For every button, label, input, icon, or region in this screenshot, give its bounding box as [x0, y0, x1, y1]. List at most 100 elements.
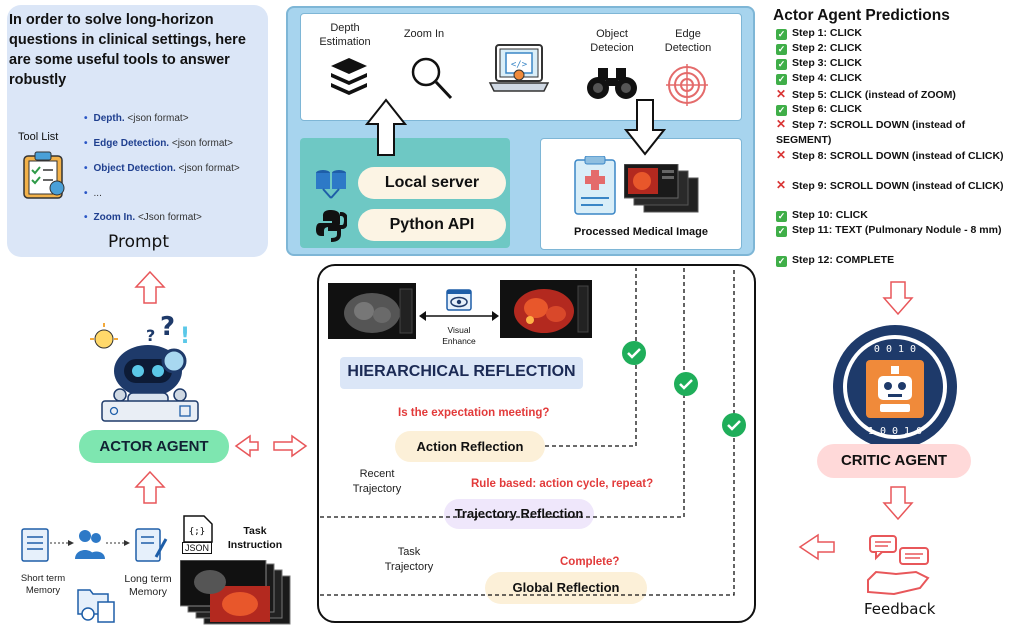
critic-agent-label: CRITIC AGENT: [817, 444, 971, 478]
actor-agent-label: ACTOR AGENT: [79, 430, 229, 463]
red-right-arrow: [273, 434, 308, 458]
tool-item: •Object Detection. <json format>: [84, 163, 240, 174]
ct-scan-enhanced: [500, 280, 592, 338]
hierarchical-title: HIERARCHICAL REFLECTION: [347, 363, 576, 380]
question-expectation: Is the expectation meeting?: [398, 407, 550, 419]
tool-label-depth: Depth Estimation: [319, 22, 371, 48]
python-icon: [316, 210, 347, 242]
check-icon: ✓: [776, 74, 787, 85]
folder-settings-icon: [77, 589, 115, 623]
medical-report-icon: [574, 156, 616, 215]
cross-icon: ✕: [776, 117, 787, 131]
ct-scan-original: [328, 283, 416, 339]
check-icon: ✓: [776, 256, 787, 267]
magnifier-icon: [411, 57, 453, 100]
red-left-arrow: [798, 533, 835, 561]
svg-text:!: !: [180, 324, 190, 349]
prediction-step: ✓Step 10: CLICK: [776, 209, 868, 222]
visual-enhance-label: Visual Enhance: [442, 325, 476, 346]
prediction-step: ✓Step 11: TEXT (Pulmonary Nodule - 8 mm): [776, 224, 1002, 237]
svg-text:0 0 1 0: 0 0 1 0: [874, 344, 916, 355]
target-icon: [666, 64, 708, 106]
question-complete: Complete?: [560, 556, 620, 568]
svg-text:{;}: {;}: [189, 527, 205, 537]
local-server-pill: Local server: [358, 167, 506, 199]
reflection-box: [317, 264, 756, 623]
check-icon: ✓: [776, 105, 787, 116]
red-up-arrow: [134, 270, 166, 304]
prediction-step: ✕Step 7: SCROLL DOWN (instead of SEGMENT…: [776, 117, 966, 146]
tool-item: •Edge Detection. <json format>: [84, 138, 234, 149]
prediction-step: ✓Step 6: CLICK: [776, 103, 863, 116]
global-reflection: Global Reflection: [485, 572, 647, 604]
prediction-step: ✓Step 12: COMPLETE: [776, 254, 895, 267]
long-term-memory-label: Long term Memory: [124, 573, 172, 598]
task-trajectory-label: Task Trajectory: [384, 546, 434, 573]
svg-text:</>: </>: [511, 60, 528, 70]
tool-item: •Depth. <json format>: [84, 113, 189, 124]
layers-icon: [331, 58, 367, 95]
check-circle-icon: [722, 413, 746, 437]
check-icon: ✓: [776, 29, 787, 40]
short-term-memory-label: Short term Memory: [20, 573, 66, 596]
clipboard-icon: [23, 151, 65, 199]
processed-label: Processed Medical Image: [574, 226, 708, 238]
svg-text:?: ?: [160, 315, 175, 342]
recent-trajectory-label: Recent Trajectory: [352, 468, 402, 495]
check-circle-icon: [622, 341, 646, 365]
tool-item: •Zoom In. <Json format>: [84, 212, 202, 223]
red-down-arrow: [882, 486, 914, 521]
dotted-arrow: [106, 540, 130, 546]
check-icon: ✓: [776, 226, 787, 237]
prediction-step: ✕Step 9: SCROLL DOWN (instead of CLICK): [776, 178, 1004, 192]
check-icon: ✓: [776, 44, 787, 55]
database-icon: [316, 170, 346, 199]
hierarchical-bg: [340, 357, 583, 389]
users-icon: [75, 530, 105, 559]
prompt-title: Prompt: [108, 232, 169, 252]
document-edit-icon: [135, 528, 168, 562]
tool-item: •...: [84, 188, 102, 199]
prompt-intro: In order to solve long-horizon questions…: [9, 12, 246, 88]
svg-text:1 0 0 1 0: 1 0 0 1 0: [868, 426, 922, 437]
prediction-step: ✓Step 4: CLICK: [776, 72, 863, 85]
prediction-step: ✓Step 3: CLICK: [776, 57, 863, 70]
question-rule: Rule based: action cycle, repeat?: [471, 478, 654, 490]
svg-text:?: ?: [146, 326, 155, 345]
cross-icon: ✕: [776, 148, 787, 162]
tool-list: •Depth. <json format> •Edge Detection. <…: [84, 113, 264, 237]
double-arrow: [419, 311, 499, 321]
tool-label-zoom: Zoom In: [403, 28, 445, 40]
feedback-label: Feedback: [864, 600, 936, 618]
prediction-step: ✓Step 2: CLICK: [776, 42, 863, 55]
cross-icon: ✕: [776, 87, 787, 101]
check-icon: ✓: [776, 211, 787, 222]
tool-label-object: Object Detecion: [590, 28, 634, 54]
prompt-panel: [7, 5, 268, 257]
document-icon: [21, 528, 49, 562]
json-label: JSON: [182, 542, 213, 554]
medical-image-stack: [624, 164, 699, 213]
predictions-title: Actor Agent Predictions: [773, 7, 950, 24]
check-circle-icon: [674, 372, 698, 396]
red-down-arrow: [882, 281, 914, 316]
robot-icon: ? ! ?: [90, 315, 199, 422]
laptop-code-icon: </>: [488, 44, 550, 92]
tool-list-label: Tool List: [18, 131, 59, 143]
dotted-arrow: [50, 540, 74, 546]
hollow-down-arrow: [624, 99, 666, 156]
prediction-step: ✕Step 8: SCROLL DOWN (instead of CLICK): [776, 148, 1004, 162]
hollow-up-arrow: [365, 98, 407, 156]
prediction-step: ✓Step 1: CLICK: [776, 27, 863, 40]
action-reflection: Action Reflection: [395, 431, 545, 462]
prediction-step: ✕Step 5: CLICK (instead of ZOOM): [776, 87, 956, 101]
python-api-pill: Python API: [358, 209, 506, 241]
eye-icon: [446, 289, 472, 311]
task-instruction-label: Task Instruction: [227, 525, 283, 551]
cross-icon: ✕: [776, 178, 787, 192]
binoculars-icon: [587, 68, 637, 99]
tool-label-edge: Edge Detection: [664, 28, 712, 54]
check-icon: ✓: [776, 59, 787, 70]
feedback-icon: [867, 535, 930, 596]
